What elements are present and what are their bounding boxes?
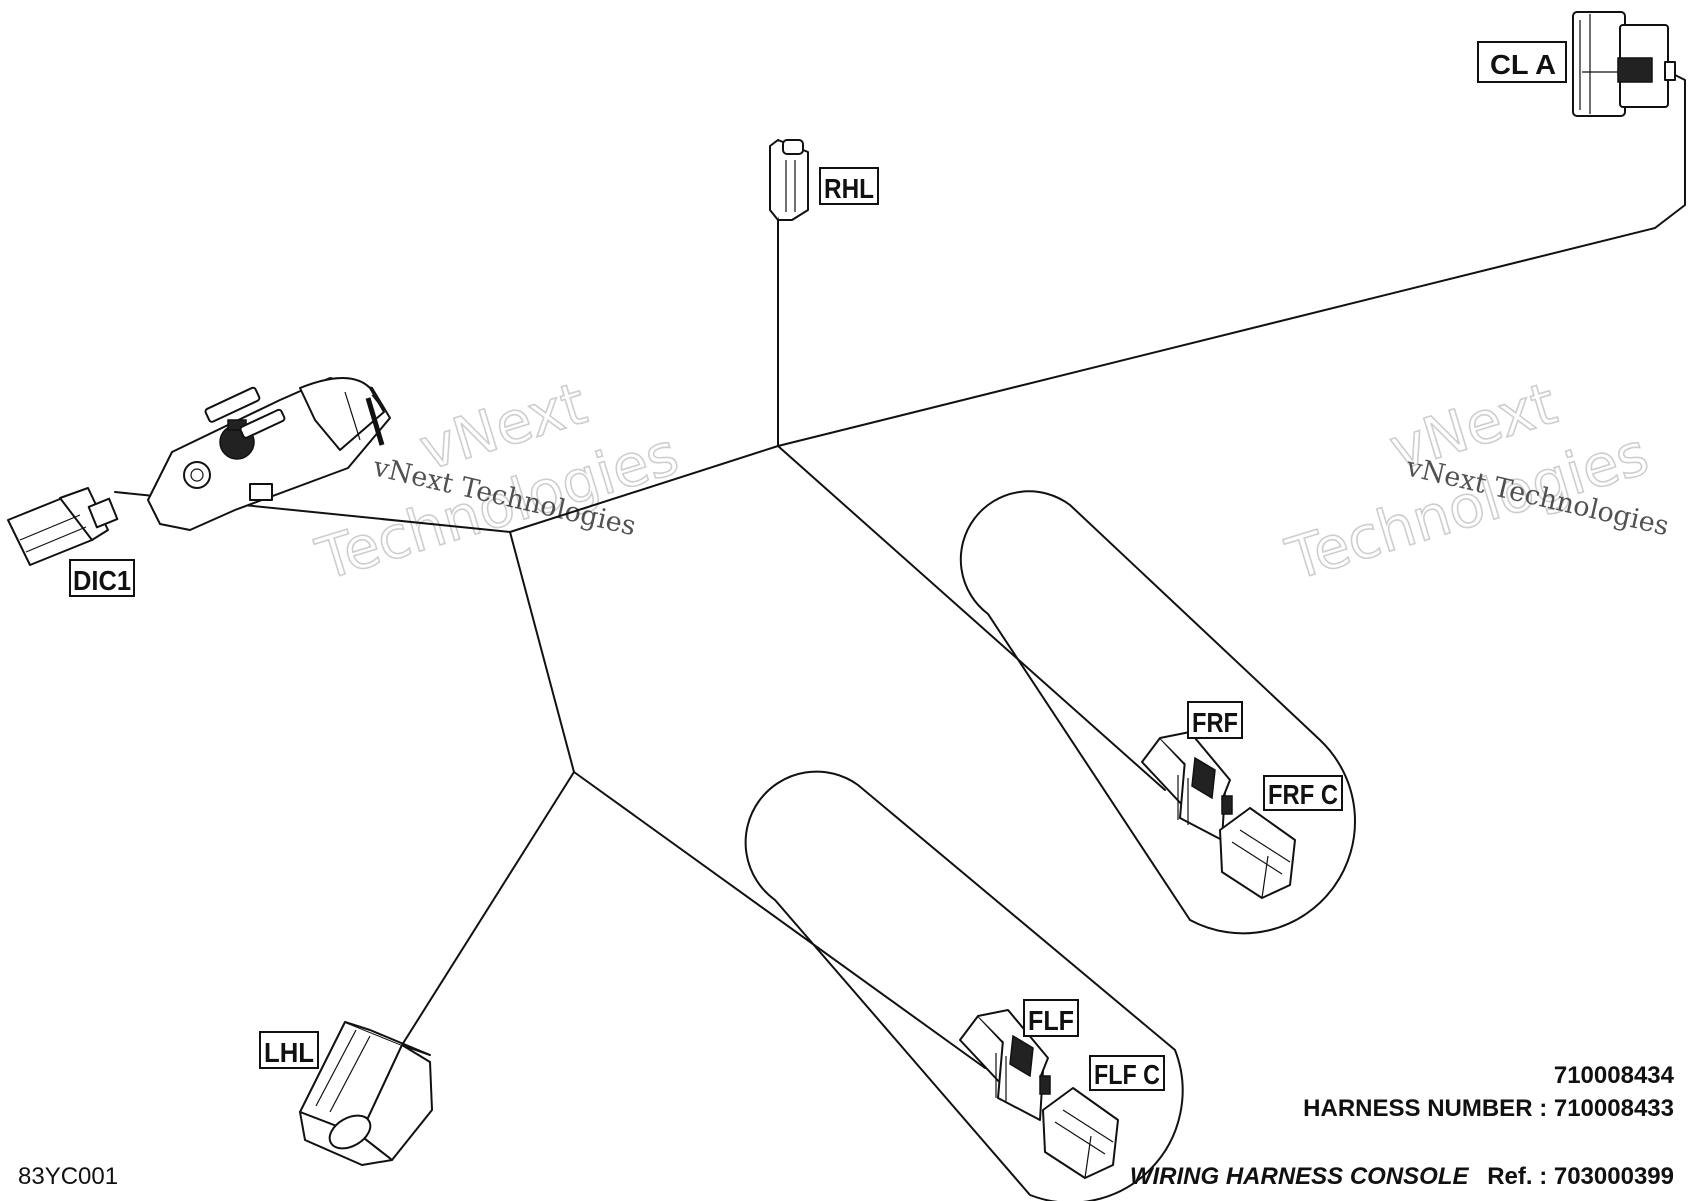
label-lhl: LHL	[259, 1031, 319, 1069]
label-frf-c-text: FRF C	[1268, 779, 1338, 810]
label-frf-c: FRF C	[1263, 775, 1343, 811]
ref-label: Ref. :	[1487, 1163, 1548, 1190]
label-flf: FLF	[1023, 999, 1079, 1037]
connector-frf[interactable]	[1141, 731, 1233, 841]
connector-lhl[interactable]	[299, 1021, 433, 1166]
label-rhl-text: RHL	[824, 173, 874, 204]
diagram-title: WIRING HARNESS CONSOLE	[1129, 1163, 1469, 1190]
connector-flf[interactable]	[959, 1009, 1051, 1121]
figure-code: 83YC001	[18, 1163, 119, 1190]
frf-harness-loop	[959, 490, 1356, 935]
label-dic1-text: DIC1	[73, 565, 131, 596]
connector-rhl[interactable]	[769, 139, 809, 221]
harness-number-label: HARNESS NUMBER :	[1303, 1095, 1548, 1122]
flf-harness-loop	[744, 770, 1184, 1201]
label-rhl: RHL	[819, 167, 879, 205]
label-flf-text: FLF	[1028, 1005, 1074, 1036]
label-lhl-text: LHL	[264, 1037, 314, 1068]
wire-flf	[573, 771, 986, 1069]
label-cl-a-text: CL A	[1490, 49, 1556, 80]
part-number: 710008434	[1553, 1062, 1674, 1089]
ref-number: 703000399	[1553, 1163, 1674, 1190]
harness-number-line: HARNESS NUMBER : 710008433	[1303, 1095, 1674, 1123]
wire-lhl	[401, 771, 575, 1046]
reference-line: WIRING HARNESS CONSOLE Ref. : 703000399	[1130, 1163, 1674, 1191]
wire-frf	[777, 445, 1166, 791]
connector-dic1[interactable]	[7, 377, 391, 566]
wire-trunk-down	[509, 531, 575, 773]
label-cl-a: CL A	[1477, 41, 1567, 83]
connector-flf-c[interactable]	[1042, 1087, 1119, 1179]
label-dic1: DIC1	[69, 559, 135, 597]
connector-cl-a[interactable]	[1572, 11, 1676, 117]
harness-number-value: 710008433	[1553, 1095, 1674, 1122]
label-flf-c-text: FLF C	[1094, 1059, 1160, 1090]
label-frf: FRF	[1187, 701, 1243, 739]
wire-main-trunk	[509, 69, 1686, 533]
label-flf-c: FLF C	[1089, 1055, 1165, 1091]
label-frf-text: FRF	[1192, 707, 1238, 738]
connector-frf-c[interactable]	[1219, 807, 1296, 899]
